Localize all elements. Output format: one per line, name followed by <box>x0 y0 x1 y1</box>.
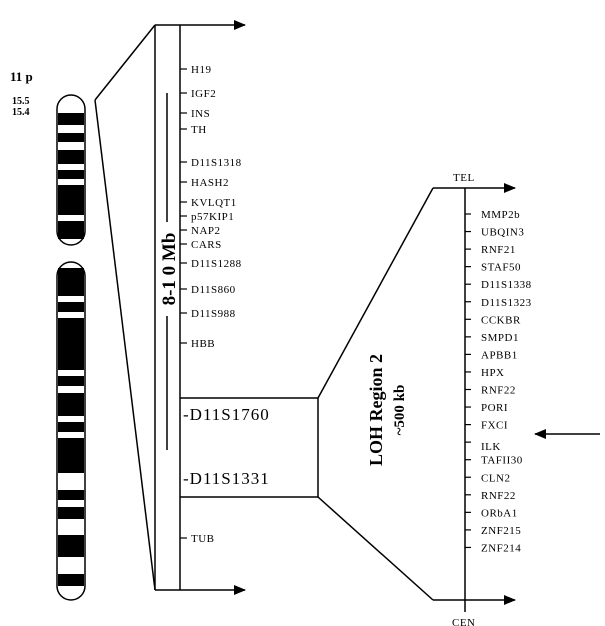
region2-marker-pori: PORI <box>481 402 508 414</box>
region1-marker-d11s1318: D11S1318 <box>191 157 242 169</box>
expansion-line-bottom <box>94 99 156 591</box>
region2-marker-cckbr: CCKBR <box>481 314 521 326</box>
region1-size-label: 8-1 0 Mb <box>159 233 180 306</box>
region2-connector <box>180 187 434 601</box>
region1-marker-h19: H19 <box>191 64 211 76</box>
region2-marker-znf215: ZNF215 <box>481 525 521 537</box>
region2-marker-cln2: CLN2 <box>481 472 511 484</box>
region2-marker-rnf21: RNF21 <box>481 244 516 256</box>
region2-marker-staf50: STAF50 <box>481 262 521 274</box>
chromosome-bands <box>58 113 84 586</box>
region1-marker-th: TH <box>191 124 207 136</box>
band-label-15-5: 15.5 <box>12 96 30 107</box>
region2-marker-apbb1: APBB1 <box>481 349 518 361</box>
flanking-marker-d11s1331: -D11S1331 <box>183 469 270 488</box>
region2-marker-ubqin3: UBQIN3 <box>481 227 524 239</box>
region2-marker-orba1: ORbA1 <box>481 507 518 519</box>
region1-marker-hbb: HBB <box>191 338 215 350</box>
region2-marker-hpx: HPX <box>481 367 505 379</box>
cen-label: CEN <box>452 617 476 626</box>
region1-marker-kvlqt1: KVLQT1 <box>191 197 237 209</box>
chromosome-11-ideogram: 11 p 15.5 15.4 <box>10 69 86 601</box>
region1-marker-igf2: IGF2 <box>191 88 216 100</box>
region1-marker-tub: TUB <box>191 533 215 545</box>
region1-marker-nap2: NAP2 <box>191 225 221 237</box>
region1-marker-p57kip1: p57KIP1 <box>191 211 234 223</box>
region1-marker-d11s860: D11S860 <box>191 284 236 296</box>
band-label-15-4: 15.4 <box>12 107 30 118</box>
expansion-line-top <box>94 24 156 101</box>
region2-marker-list: MMP2bUBQIN3RNF21STAF50D11S1338D11S1323CC… <box>465 209 532 554</box>
region2-marker-mmp2b: MMP2b <box>481 209 520 221</box>
region2-size-label: ~500 kb <box>392 385 408 436</box>
region2-marker-fxci: FXCI <box>481 420 508 432</box>
region2-marker-d11s1323: D11S1323 <box>481 297 532 309</box>
region1-marker-d11s988: D11S988 <box>191 308 236 320</box>
region2-marker-smpd1: SMPD1 <box>481 332 519 344</box>
region2-title: LOH Region 2 <box>366 354 386 466</box>
region1-marker-cars: CARS <box>191 239 222 251</box>
region1-marker-ins: INS <box>191 108 210 120</box>
region1-marker-hash2: HASH2 <box>191 177 229 189</box>
flanking-marker-d11s1760: -D11S1760 <box>183 405 270 424</box>
region2-marker-tafii30: TAFII30 <box>481 455 523 467</box>
region2-marker-ilk-highlighted: ILK <box>481 441 501 453</box>
region2-marker-znf214: ZNF214 <box>481 542 521 554</box>
region2-marker-rnf22: RNF22 <box>481 385 516 397</box>
region2-marker-d11s1338: D11S1338 <box>481 279 532 291</box>
tel-label: TEL <box>453 172 475 184</box>
region2-marker-rnf22: RNF22 <box>481 490 516 502</box>
chromosome-arm-label: 11 p <box>10 69 33 84</box>
region2-panel: LOH Region 2 ~500 kb TEL CEN MMP2bUBQIN3… <box>366 172 600 626</box>
region1-marker-d11s1288: D11S1288 <box>191 258 242 270</box>
